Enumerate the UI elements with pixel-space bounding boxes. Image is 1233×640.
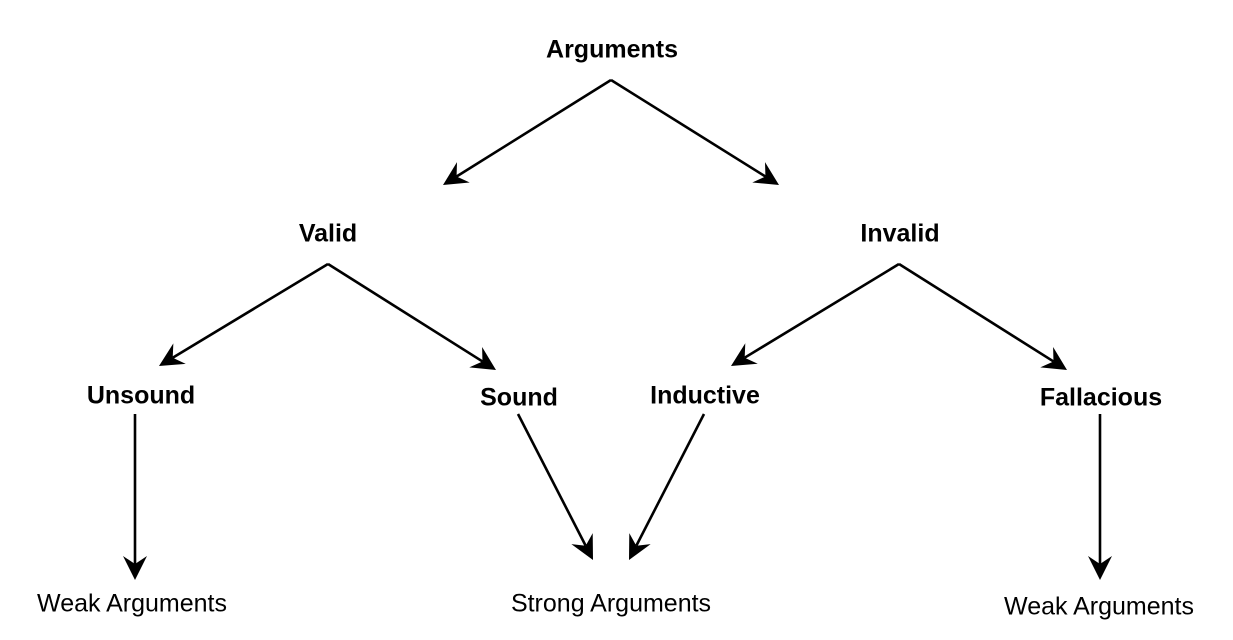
edge-invalid-to-fallacious-arrowhead <box>1040 347 1067 370</box>
edge-arguments-to-invalid-line <box>610 78 767 178</box>
edge-arguments-to-valid-line <box>455 78 612 178</box>
edge-arguments-to-valid-arrowhead <box>443 162 470 185</box>
edge-valid-to-unsound-arrowhead <box>159 343 186 366</box>
edge-inductive-to-strong-arrowhead <box>629 533 651 560</box>
edge-sound-to-strong-line <box>516 413 587 547</box>
leaf-weak-arguments-left: Weak Arguments <box>37 589 227 618</box>
edge-fallacious-to-weak-arrowhead <box>1088 556 1112 580</box>
node-sound: Sound <box>480 383 558 412</box>
edge-valid-to-unsound-line <box>172 262 329 359</box>
edge-valid-to-sound-arrowhead <box>469 347 496 370</box>
edge-arguments-to-invalid-arrowhead <box>752 162 779 185</box>
edge-invalid-to-inductive-line <box>744 262 900 359</box>
edge-valid-to-sound-line <box>327 262 484 363</box>
node-unsound: Unsound <box>86 381 196 410</box>
node-invalid: Invalid <box>860 219 940 248</box>
edge-invalid-to-fallacious-line <box>898 262 1055 363</box>
node-arguments: Arguments <box>546 35 678 64</box>
edge-unsound-to-weak-arrowhead <box>123 556 147 580</box>
edge-sound-to-strong-arrowhead <box>571 533 593 560</box>
leaf-strong-arguments: Strong Arguments <box>510 589 712 618</box>
node-valid: Valid <box>298 219 358 248</box>
leaf-weak-arguments-right: Weak Arguments <box>1004 592 1194 621</box>
edge-inductive-to-strong-line <box>635 413 706 547</box>
node-fallacious: Fallacious <box>1039 383 1163 412</box>
node-inductive: Inductive <box>650 381 760 410</box>
edge-invalid-to-inductive-arrowhead <box>731 343 758 366</box>
